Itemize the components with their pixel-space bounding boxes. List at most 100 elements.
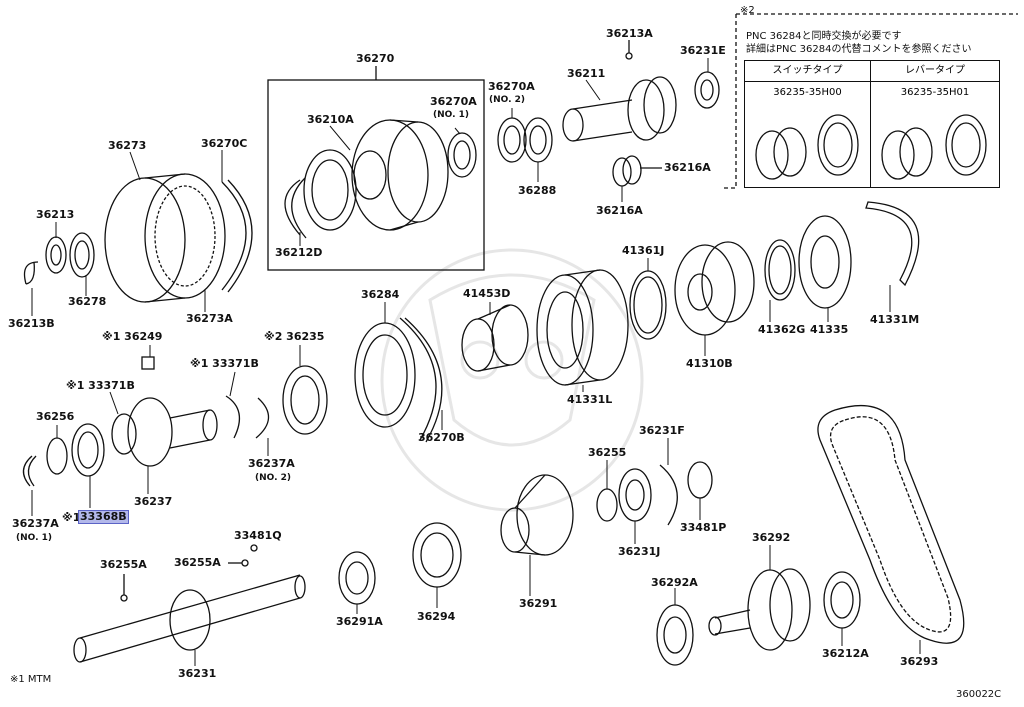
label-41331L: 41331L	[567, 393, 613, 406]
label-36249: ※1 36249	[102, 330, 163, 343]
part-41361J-ring	[629, 270, 667, 340]
label-36213: 36213	[36, 208, 75, 221]
label-36212A: 36212A	[822, 647, 869, 660]
label-33371B-upper: ※1 33371B	[190, 357, 259, 370]
label-36237A-no2-sub: (NO. 2)	[255, 473, 292, 483]
label-36231J: 36231J	[618, 545, 661, 558]
label-36270A: 36270A	[488, 80, 535, 93]
part-41453D-hub	[461, 304, 529, 372]
label-36237A-no2: 36237A	[248, 457, 295, 470]
label-36273: 36273	[108, 139, 147, 152]
note-box-dashed	[722, 13, 1018, 189]
part-41331L-drum	[536, 269, 629, 386]
label-36288: 36288	[518, 184, 557, 197]
label-36292A: 36292A	[651, 576, 698, 589]
label-33368B-mark: ※1	[62, 511, 81, 524]
label-36278: 36278	[68, 295, 107, 308]
label-36255A-mid: 36255A	[174, 556, 221, 569]
part-36292A-bearing	[656, 604, 694, 666]
part-36255-washer	[596, 488, 618, 522]
note-mark-2: ※2	[740, 5, 755, 16]
label-41310B: 41310B	[686, 357, 733, 370]
part-36291-gear	[500, 474, 574, 556]
table-header-lever: レバータイプ	[871, 61, 999, 82]
part-36278-washer	[69, 232, 95, 278]
label-41361J: 41361J	[622, 244, 665, 257]
part-41331M-ring	[865, 201, 920, 287]
label-36270A-no2: (NO. 2)	[489, 95, 526, 105]
note-line-2: 詳細はPNC 36284の代替コメントを参照ください	[746, 44, 972, 55]
part-36284-sleeve	[354, 317, 443, 443]
part-36249-key	[141, 356, 155, 370]
label-36237A-no1: 36237A	[12, 517, 59, 530]
label-33481P: 33481P	[680, 521, 727, 534]
part-36270C-ring	[221, 181, 247, 291]
part-41310B-carrier	[674, 241, 755, 336]
label-36270B: 36270B	[418, 431, 465, 444]
label-36270A-inner: 36270A	[430, 95, 477, 108]
label-36213A: 36213A	[606, 27, 653, 40]
label-36216A-right: 36216A	[664, 161, 711, 174]
part-36213-washer	[45, 236, 67, 274]
note-line-1: PNC 36284と同時交換が必要です	[746, 31, 902, 42]
part-hub-ring	[303, 149, 357, 231]
part-36293-chain	[817, 405, 965, 644]
label-41453D: 41453D	[463, 287, 511, 300]
label-36237A-no1-sub: (NO. 1)	[16, 533, 53, 543]
part-41335-disc	[798, 215, 852, 309]
part-36212A-bearing	[823, 571, 861, 629]
part-36216A-ring	[612, 157, 632, 187]
part-36231F-ring	[659, 464, 678, 526]
label-36273A: 36273A	[186, 312, 233, 325]
label-36210A: 36210A	[307, 113, 354, 126]
label-36255: 36255	[588, 446, 627, 459]
part-36211-shaft	[562, 76, 677, 142]
label-36294: 36294	[417, 610, 456, 623]
part-36235-sleeve	[282, 365, 328, 435]
label-36237: 36237	[134, 495, 173, 508]
part-36210A-carrier	[351, 119, 449, 231]
label-36293: 36293	[900, 655, 939, 668]
part-36255A-ball-b	[241, 559, 249, 567]
part-36231-main-shaft	[73, 574, 306, 663]
label-36231F: 36231F	[639, 424, 685, 437]
part-36291A-bearing	[338, 551, 376, 605]
label-36212D: 36212D	[275, 246, 323, 259]
watermark-logo	[380, 248, 644, 512]
label-33368B-highlighted[interactable]: 33368B	[78, 510, 129, 524]
part-36288-washer	[523, 117, 553, 163]
part-36256-washer	[46, 437, 68, 475]
label-36284: 36284	[361, 288, 400, 301]
part-33371B-ring	[225, 395, 241, 439]
part-36270A-no2	[497, 117, 527, 163]
leader-lines	[31, 58, 921, 666]
part-36213A-ball	[625, 52, 633, 60]
table-part-images	[755, 114, 987, 180]
label-36255A-left: 36255A	[100, 558, 147, 571]
label-36231E: 36231E	[680, 44, 726, 57]
label-36235: ※2 36235	[264, 330, 325, 343]
label-36270C: 36270C	[201, 137, 248, 150]
part-36231-gear-shaft	[127, 397, 218, 467]
label-36231: 36231	[178, 667, 217, 680]
part-33368B-ring	[71, 423, 105, 477]
label-33371B-lower: ※1 33371B	[66, 379, 135, 392]
variant-table: スイッチタイプ レバータイプ 36235-35H00 36235-35H01	[744, 60, 1000, 188]
part-33481P-bearing	[687, 461, 713, 499]
label-36270: 36270	[356, 52, 395, 65]
part-36231E-bearing	[694, 71, 720, 109]
part-36212D-ring	[284, 177, 307, 239]
label-36270A-no1: (NO. 1)	[433, 110, 470, 120]
part-41362G-ring	[764, 239, 796, 301]
part-36231J-bearing	[618, 468, 652, 522]
label-36291: 36291	[519, 597, 558, 610]
label-33481Q: 33481Q	[234, 529, 282, 542]
label-36211: 36211	[567, 67, 606, 80]
label-41362G: 41362G	[758, 323, 806, 336]
figure-code: 360022C	[956, 689, 1002, 700]
label-36213B: 36213B	[8, 317, 55, 330]
table-part-lever: 36235-35H01	[900, 87, 970, 98]
table-divider	[870, 61, 871, 187]
